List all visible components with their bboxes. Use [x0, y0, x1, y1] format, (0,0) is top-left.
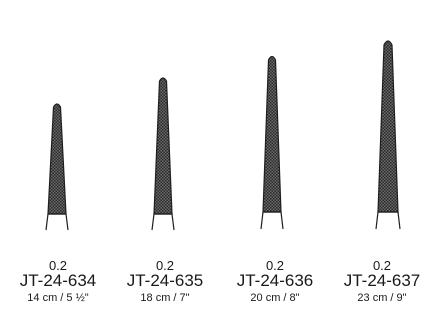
tip-3-code-label: JT-24-636	[236, 271, 314, 290]
tip-3-size-label: 0.2	[265, 258, 285, 273]
tip-2-code-label: JT-24-635	[126, 271, 204, 290]
tip-1-shank	[45, 213, 69, 231]
instrument-tip-4	[375, 40, 401, 230]
tip-2-shank	[151, 213, 175, 231]
tip-4-jaw	[377, 40, 399, 213]
tip-2-jaw	[153, 77, 173, 215]
tip-3-shank	[260, 211, 284, 230]
tip-4-size-label: 0.2	[372, 258, 392, 273]
tip-1-jaw	[47, 103, 67, 215]
tip-4-shank	[375, 211, 401, 230]
instrument-tips-illustration	[45, 40, 401, 231]
tip-4-code-label: JT-24-637	[343, 271, 421, 290]
instrument-tip-3	[260, 55, 284, 230]
tip-2-length-label: 18 cm / 7"	[140, 292, 190, 304]
tip-1-code-label: JT-24-634	[19, 271, 97, 290]
tip-3-length-label: 20 cm / 8"	[250, 292, 300, 304]
tip-2-size-label: 0.2	[155, 258, 175, 273]
tip-4-length-label: 23 cm / 9"	[357, 292, 407, 304]
tip-1-length-label: 14 cm / 5 ½"	[27, 292, 89, 304]
tip-3-jaw	[262, 55, 282, 213]
instrument-tip-2	[151, 77, 175, 231]
tip-1-size-label: 0.2	[48, 258, 68, 273]
instrument-tip-1	[45, 103, 69, 231]
